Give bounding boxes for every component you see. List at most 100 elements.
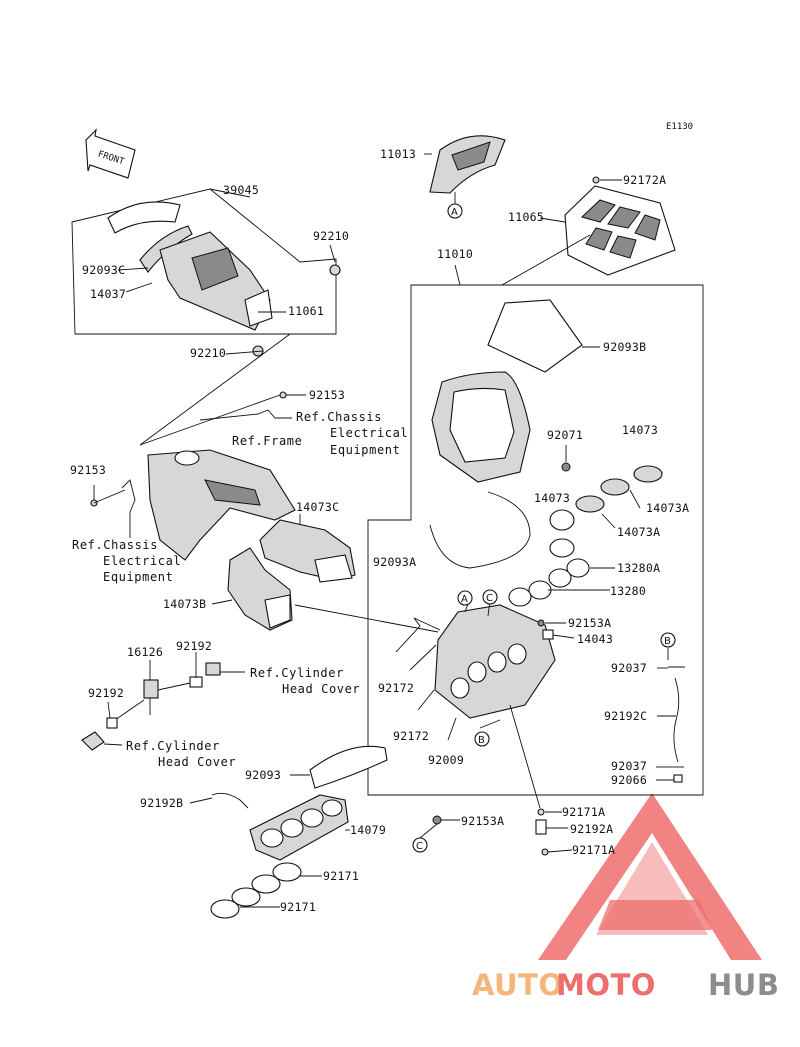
part-label: 16126 (127, 645, 163, 659)
part-label: 92037 (611, 759, 647, 773)
holder-14079 (249, 794, 349, 861)
ref-label: Ref.Chassis (296, 410, 382, 424)
part-label: 92093A (373, 555, 416, 569)
intake-duct-11013 (429, 135, 506, 205)
clamps-92171 (210, 862, 302, 919)
nut-92071 (561, 462, 571, 472)
clip-92210-top (329, 264, 341, 276)
part-label: 92192B (140, 796, 183, 810)
part-label: 92192 (176, 639, 212, 653)
part-label: 92093 (245, 768, 281, 782)
callout-c-middle: C (482, 589, 498, 605)
part-label: 92171 (280, 900, 316, 914)
part-label: 11013 (380, 147, 416, 161)
funnels-14073 (549, 465, 663, 531)
clip-92153a-bottom (432, 815, 442, 825)
part-label: 92192A (570, 822, 613, 836)
part-label: 92172A (623, 173, 666, 187)
part-label: 11065 (508, 210, 544, 224)
part-label: 14043 (577, 632, 613, 646)
ref-label: Equipment (330, 443, 400, 457)
callout-b-bottom: B (474, 731, 490, 747)
part-label: 11010 (437, 247, 473, 261)
part-label: 14073A (617, 525, 660, 539)
part-label: 92171 (323, 869, 359, 883)
part-label: 39045 (223, 183, 259, 197)
svg-text:MOTO: MOTO (556, 968, 656, 1002)
callout-a-top: A (447, 203, 463, 219)
damper-14043 (542, 629, 554, 640)
ref-label: Ref.Chassis (72, 538, 158, 552)
air-duct-14037-assembly (107, 201, 341, 357)
part-label: 92093B (603, 340, 646, 354)
air-cleaner-upper-housing (431, 371, 571, 483)
part-label: 92153 (309, 388, 345, 402)
part-label: 14073C (296, 500, 339, 514)
part-label: 92153 (70, 463, 106, 477)
part-label: 92071 (547, 428, 583, 442)
part-label: 13280A (617, 561, 660, 575)
ref-label: Ref.Cylinder (126, 739, 220, 753)
part-label: 92192 (88, 686, 124, 700)
automotohub-watermark-text: AUTO MOTO HUB (472, 968, 779, 1002)
group-box-11010 (367, 284, 704, 796)
ref-label: Head Cover (158, 755, 236, 769)
part-label: 92172 (393, 729, 429, 743)
air-cleaner-lower-housing (434, 604, 556, 719)
part-label: 13280 (610, 584, 646, 598)
valve-16126-assembly (81, 662, 221, 751)
svg-text:A: A (461, 594, 468, 605)
part-label: 14037 (90, 287, 126, 301)
hose-92192a-clamps (535, 808, 549, 856)
ref-label: Head Cover (282, 682, 360, 696)
gasket-92093b (487, 299, 583, 373)
part-label: 14073B (163, 597, 206, 611)
ref-label: Ref.Frame (232, 434, 302, 448)
ref-label: Equipment (103, 570, 173, 584)
part-label: 14079 (350, 823, 386, 837)
diagram-code: E1130 (666, 122, 693, 132)
front-arrow-icon: FRONT (85, 128, 136, 179)
part-label: 14073A (646, 501, 689, 515)
ref-label: Ref.Cylinder (250, 666, 344, 680)
ref-label: Electrical (103, 554, 181, 568)
part-label: 92153A (568, 616, 611, 630)
duct-14073b (227, 547, 293, 631)
gasket-92093a (429, 491, 531, 569)
callout-c-bottom: C (412, 837, 428, 853)
svg-text:C: C (416, 841, 423, 852)
svg-text:HUB: HUB (708, 968, 779, 1002)
gasket-92093c (107, 201, 181, 234)
svg-text:B: B (664, 636, 671, 647)
frame-duct (147, 449, 296, 561)
part-label: 92093C (82, 263, 125, 277)
part-label: 11061 (288, 304, 324, 318)
part-label: 92192C (604, 709, 647, 723)
callout-a-middle: A (457, 590, 473, 606)
part-label: 14073 (534, 491, 570, 505)
filter-92093 (309, 745, 388, 789)
automotohub-watermark-logo (538, 793, 762, 960)
gaskets-13280 (508, 538, 590, 607)
svg-text:AUTO: AUTO (472, 968, 564, 1002)
air-filter-11065 (564, 176, 676, 276)
hose-92192c (668, 666, 685, 783)
svg-text:A: A (451, 207, 458, 218)
part-label: 92172 (378, 681, 414, 695)
callout-b-right: B (660, 632, 676, 648)
part-label: 92210 (313, 229, 349, 243)
hose-92192b (211, 792, 249, 809)
svg-text:B: B (478, 735, 485, 746)
part-label: 92171A (572, 843, 615, 857)
part-label: 14073 (622, 423, 658, 437)
part-label: 92009 (428, 753, 464, 767)
part-label: 92210 (190, 346, 226, 360)
part-label: 92037 (611, 661, 647, 675)
part-label: 92066 (611, 773, 647, 787)
svg-text:C: C (486, 593, 493, 604)
part-label: 92171A (562, 805, 605, 819)
duct-14073c (259, 519, 356, 583)
part-label: 92153A (461, 814, 504, 828)
